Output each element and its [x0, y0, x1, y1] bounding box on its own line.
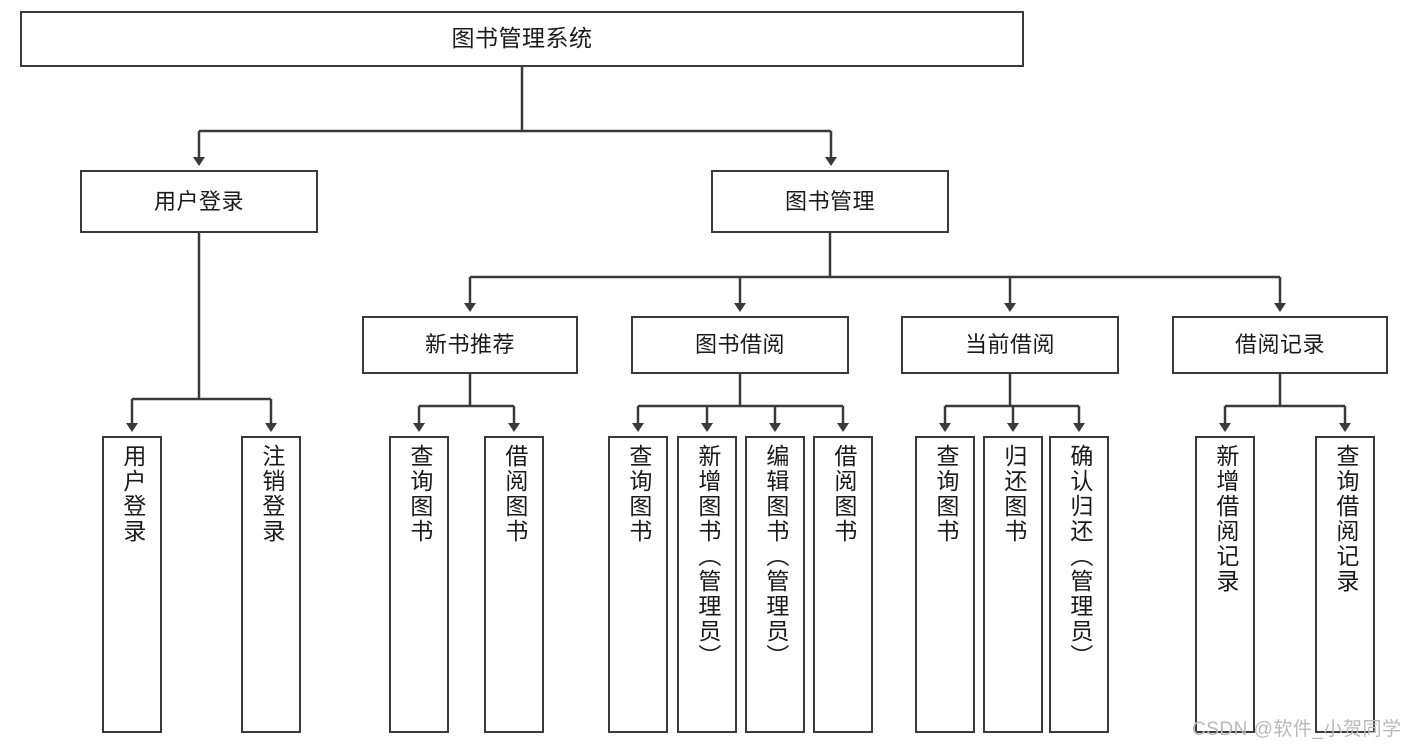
node-book-management-module[interactable]: 图书管理	[711, 170, 949, 233]
node-label: 查询图书	[932, 444, 959, 544]
watermark-text: CSDN @软件_小贺同学	[1192, 719, 1402, 740]
node-label: 归还图书	[1000, 444, 1027, 544]
node-label: 用户登录	[153, 188, 244, 214]
leaf-query-borrowing-record[interactable]: 查询借阅记录	[1315, 436, 1375, 733]
leaf-add-borrowing-record[interactable]: 新增借阅记录	[1195, 436, 1255, 733]
node-user-login-module[interactable]: 用户登录	[80, 170, 318, 233]
leaf-logout[interactable]: 注销登录	[241, 436, 301, 733]
leaf-user-login[interactable]: 用户登录	[102, 436, 162, 733]
node-label: 编辑图书（管理员）	[762, 444, 789, 669]
node-label: 借阅图书	[501, 444, 528, 544]
node-label: 借阅图书	[830, 444, 857, 544]
node-label: 确认归还（管理员）	[1066, 444, 1093, 669]
node-label: 注销登录	[258, 444, 285, 544]
node-label: 新书推荐	[424, 332, 515, 358]
node-book-borrowing[interactable]: 图书借阅	[631, 316, 849, 374]
node-label: 借阅记录	[1234, 332, 1325, 358]
node-root-book-management-system[interactable]: 图书管理系统	[20, 11, 1024, 67]
node-label: 新增图书（管理员）	[694, 444, 721, 669]
leaf-query-books-current[interactable]: 查询图书	[915, 436, 975, 733]
node-label: 查询图书	[625, 444, 652, 544]
node-label: 图书管理系统	[451, 25, 593, 52]
node-label: 新增借阅记录	[1212, 444, 1239, 594]
leaf-add-book-admin[interactable]: 新增图书（管理员）	[677, 436, 737, 733]
node-label: 查询图书	[406, 444, 433, 544]
node-new-book-recommendation[interactable]: 新书推荐	[362, 316, 578, 374]
node-label: 用户登录	[119, 444, 146, 544]
node-label: 图书借阅	[694, 332, 785, 358]
leaf-confirm-return-admin[interactable]: 确认归还（管理员）	[1049, 436, 1109, 733]
leaf-return-books[interactable]: 归还图书	[983, 436, 1043, 733]
leaf-query-books-borrowing[interactable]: 查询图书	[608, 436, 668, 733]
node-label: 当前借阅	[964, 332, 1055, 358]
leaf-borrow-books-recommendation[interactable]: 借阅图书	[484, 436, 544, 733]
node-current-borrowing[interactable]: 当前借阅	[901, 316, 1119, 374]
leaf-query-books-recommendation[interactable]: 查询图书	[389, 436, 449, 733]
leaf-borrow-books[interactable]: 借阅图书	[813, 436, 873, 733]
leaf-edit-book-admin[interactable]: 编辑图书（管理员）	[745, 436, 805, 733]
node-label: 图书管理	[784, 188, 875, 214]
node-label: 查询借阅记录	[1332, 444, 1359, 594]
node-borrowing-records[interactable]: 借阅记录	[1172, 316, 1388, 374]
